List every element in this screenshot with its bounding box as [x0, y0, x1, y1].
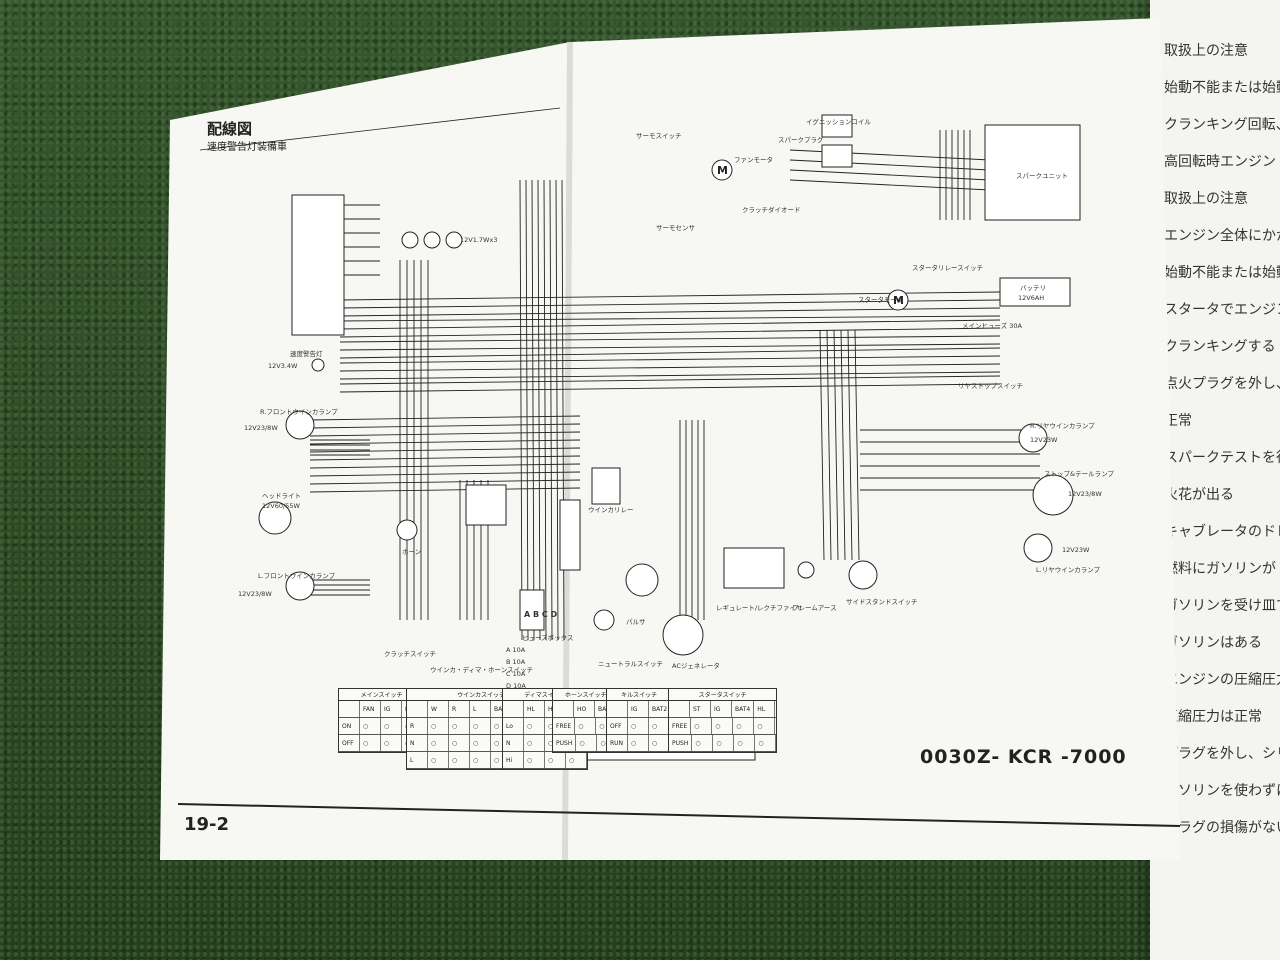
right-page-line: 始動不能または始動: [1164, 265, 1280, 281]
right-page-line: エンジン全体にかか: [1164, 228, 1280, 244]
right-page-line: 点火プラグを外し、スパ: [1164, 376, 1280, 392]
right-page-line: 正常: [1164, 413, 1192, 429]
right-page-line: ガソリンを使わずに: [1164, 783, 1280, 799]
right-page-line: 始動不能または始動困難: [1164, 80, 1280, 96]
right-page: 取扱上の注意始動不能または始動困難クランキング回転、低速高回転時エンジン取扱上の…: [1150, 0, 1280, 960]
right-page-line: スパークテストを行: [1164, 450, 1280, 466]
right-page-line: ガソリンを受け皿で受ける: [1164, 598, 1280, 614]
right-page-line: 高回転時エンジン: [1164, 154, 1276, 170]
right-page-line: 火花が出る: [1164, 487, 1234, 503]
right-page-line: プラグを外し、シリンダ内: [1164, 746, 1280, 762]
right-page-line: キャブレータのドレンスク: [1164, 524, 1280, 540]
right-page-line: エンジンの圧縮圧力を点検: [1164, 672, 1280, 688]
right-page-line: クランキング回転、低速: [1164, 117, 1280, 133]
right-page-line: 圧縮圧力は正常: [1164, 709, 1262, 725]
right-page-line: 取扱上の注意: [1164, 43, 1248, 59]
right-page-line: プラグの損傷がない: [1164, 820, 1280, 836]
right-page-line: ガソリンはある: [1164, 635, 1262, 651]
right-page-line: 燃料にガソリンが: [1164, 561, 1276, 577]
right-page-line: クランキングする: [1164, 339, 1276, 355]
right-page-line: スタータでエンジンが: [1164, 302, 1280, 318]
right-page-line: 取扱上の注意: [1164, 191, 1248, 207]
